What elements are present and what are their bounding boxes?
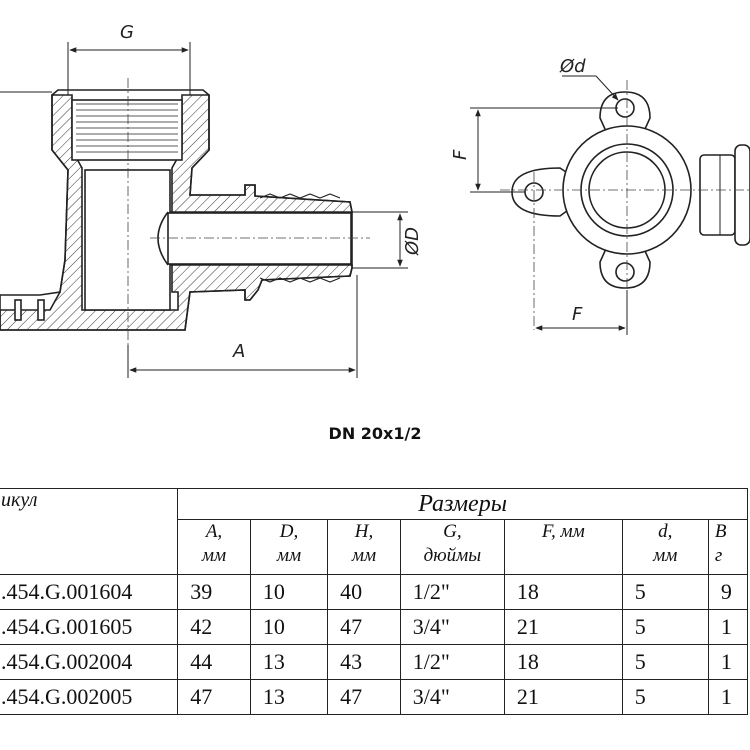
dimensions-group-header: Размеры [177, 488, 748, 520]
dimension-f-horizontal-label: F [572, 304, 583, 325]
cell-h: 47 [327, 609, 401, 645]
drawing-caption: DN 20x1/2 [328, 424, 422, 443]
column-header-d-hole: d,мм [621, 519, 709, 575]
dimension-d-hole-label: Ød [559, 56, 586, 77]
article-cell: .454.G.001604 [0, 574, 179, 610]
dimension-d-hole [562, 75, 619, 101]
dimension-d [352, 211, 408, 269]
cell-f: 18 [503, 574, 623, 610]
cell-f: 21 [503, 609, 623, 645]
cell-f: 18 [503, 644, 623, 680]
cell-d-hole: 5 [621, 644, 709, 680]
cell-a: 47 [177, 679, 251, 715]
cell-d: 10 [249, 609, 329, 645]
table-row: .454.G.002005 47 13 47 3/4" 21 5 1 [0, 679, 749, 715]
cell-d-hole: 5 [621, 679, 709, 715]
cell-a: 44 [177, 644, 251, 680]
cell-h: 43 [327, 644, 401, 680]
cell-h: 47 [327, 679, 401, 715]
cell-f: 21 [503, 679, 623, 715]
dimension-d-label: ØD [402, 227, 423, 256]
column-header-h: H,мм [327, 519, 401, 575]
dimension-g [67, 42, 191, 95]
cell-d: 10 [249, 574, 329, 610]
cell-a: 39 [177, 574, 251, 610]
dimension-g-label: G [120, 22, 134, 43]
cell-d: 13 [249, 679, 329, 715]
table-row: .454.G.001605 42 10 47 3/4" 21 5 1 [0, 609, 749, 645]
dimension-f-vertical-label: F [450, 149, 471, 160]
cell-b: 9 [707, 574, 749, 610]
cell-g: 3/4" [399, 679, 505, 715]
technical-drawing: G ØD A [0, 22, 750, 378]
dimension-f-vertical [470, 107, 618, 193]
column-header-f: F, мм [503, 519, 623, 575]
cell-g: 3/4" [399, 609, 505, 645]
fitting-section-view [0, 89, 353, 331]
table-row: .454.G.002004 44 13 43 1/2" 18 5 1 [0, 644, 749, 680]
fitting-front-view [511, 91, 750, 289]
cell-d-hole: 5 [621, 574, 709, 610]
column-header-d: D,мм [249, 519, 329, 575]
article-cell: .454.G.002004 [0, 644, 179, 680]
cell-h: 40 [327, 574, 401, 610]
article-cell: .454.G.002005 [0, 679, 179, 715]
article-header: икул [0, 488, 179, 575]
column-header-a: A,мм [177, 519, 251, 575]
dimension-a-label: A [232, 341, 245, 362]
cell-d: 13 [249, 644, 329, 680]
cell-b: 1 [707, 679, 749, 715]
cell-g: 1/2" [399, 644, 505, 680]
cell-a: 42 [177, 609, 251, 645]
cell-b: 1 [707, 644, 749, 680]
cell-d-hole: 5 [621, 609, 709, 645]
article-cell: .454.G.001605 [0, 609, 179, 645]
cell-g: 1/2" [399, 574, 505, 610]
column-header-g: G,дюймы [399, 519, 505, 575]
cell-b: 1 [707, 609, 749, 645]
dimensions-table: икул Размеры A,мм D,мм H,мм G,дюймы F, м… [0, 488, 749, 715]
table-row: .454.G.001604 39 10 40 1/2" 18 5 9 [0, 574, 749, 610]
dimension-f-horizontal [535, 290, 628, 335]
dimension-a [127, 275, 358, 378]
